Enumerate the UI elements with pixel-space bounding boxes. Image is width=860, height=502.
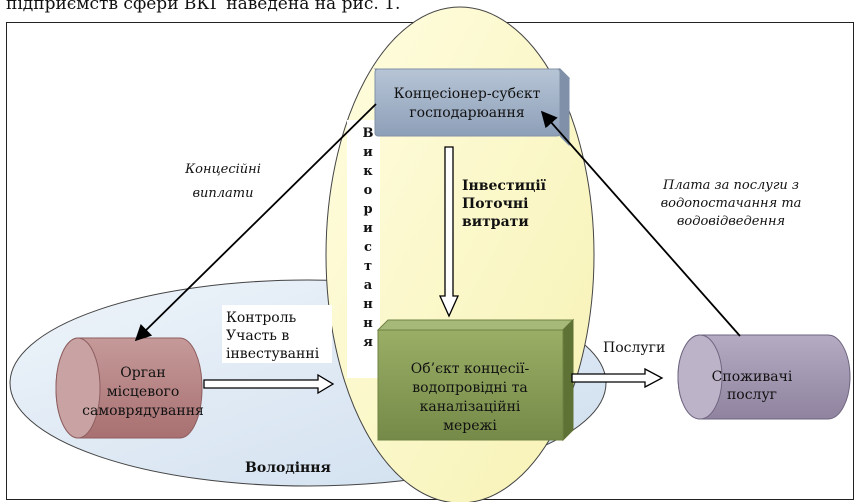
label-investments-line1: Інвестиції [462,178,547,194]
consumers-label-line1: Споживачі [712,369,793,385]
arrow-control [203,373,335,395]
usage-letter: я [363,335,373,350]
authority-label-line1: Орган [120,365,165,381]
usage-letter: с [364,240,372,255]
concessionaire-box: Концесіонер-субєкт господарюання [373,67,571,147]
object-label-line3: каналізаційні [420,399,521,415]
authority-cylinder: Орган місцевого самоврядування [55,337,204,439]
consumers-cylinder: Споживачі послуг [677,334,851,420]
label-control-line3: інвестуванні [226,346,320,362]
arrow-service-fee [540,110,741,337]
label-services: Послуги [603,340,665,356]
usage-letter: и [363,221,373,236]
usage-letter: т [364,259,372,274]
usage-label-strip [347,120,380,378]
label-service-fee-line3: водовідведення [677,214,785,229]
label-investments-line2: Поточні [462,196,528,212]
label-concession-payments-line2: виплати [192,186,253,201]
label-ownership: Володіння [245,460,331,476]
consumers-label-line2: послуг [727,387,777,403]
usage-letter: н [363,316,373,331]
concessionaire-label-line1: Концесіонер-субєкт [394,86,541,102]
arrow-concession-payments [134,103,377,342]
usage-letter: к [363,164,373,179]
intro-text-fragment: підприємств сфери ВКГ наведена на рис. 1… [6,0,401,14]
label-service-fee-line2: водопостачання та [661,196,802,211]
object-box: Об’єкт концесії- водопровідні та каналіз… [376,318,575,442]
arrow-services [571,367,664,389]
control-label-backdrop [222,305,332,363]
usage-letter: В [363,126,374,141]
label-control-line2: Участь в [226,328,289,344]
object-label-line2: водопровідні та [412,380,527,396]
usage-letter: и [363,145,373,160]
authority-label-line2: місцевого [107,384,180,400]
label-investments-line3: витрати [462,214,529,230]
usage-letter: о [364,183,373,198]
object-label-line1: Об’єкт концесії- [411,361,530,377]
usage-letter: н [363,297,373,312]
usage-letter: а [364,278,373,293]
label-concession-payments-line1: Концесійні [184,162,261,177]
arrow-investments [438,146,460,318]
object-label-line4: мережі [443,418,497,434]
usage-letter: р [363,202,372,217]
authority-label-line3: самоврядування [82,403,204,419]
label-service-fee-line1: Плата за послуги з [662,178,799,193]
concessionaire-label-line2: господарюання [409,105,524,121]
label-control-line1: Контроль [226,310,297,326]
